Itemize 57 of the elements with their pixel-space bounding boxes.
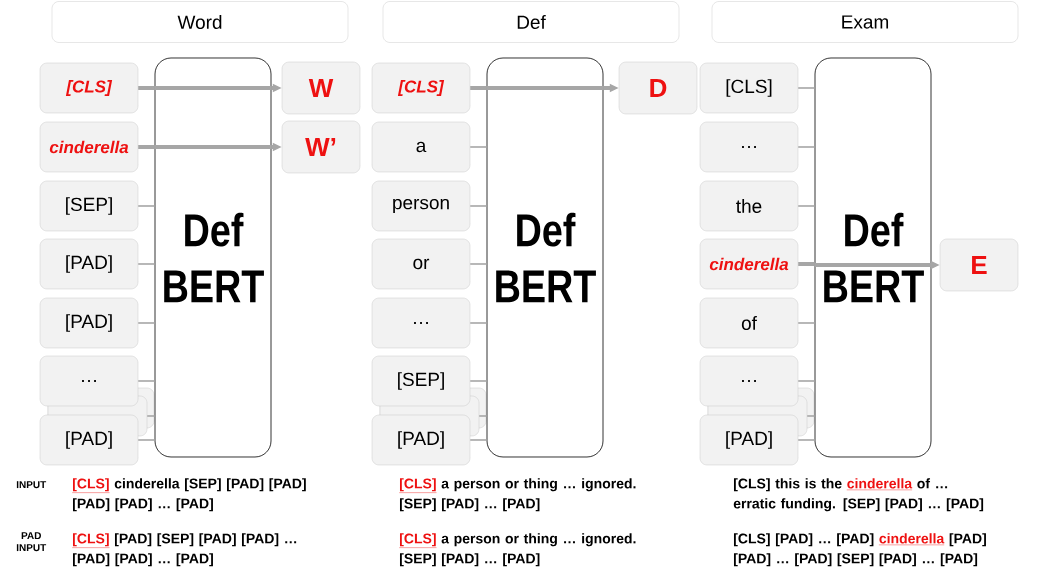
connector-line [137,263,156,265]
token-box: cinderella [699,238,799,290]
connector-line [797,322,816,324]
token-box: the [699,180,799,232]
panel-heading: Word [51,1,349,43]
connector-line [797,439,816,441]
token-box: person [371,180,471,232]
token-box: [SEP] [39,180,139,232]
connector-line [798,262,815,266]
connector-line [138,145,155,149]
connector-line [469,263,488,265]
token-box: [CLS] [371,62,471,114]
sequence-text: [CLS] this is the cinderella of … erratic funding. [SEP] [PAD] … [PAD] [733,478,984,512]
row-label: PAD INPUT [16,532,47,552]
sequence-text: [CLS] [PAD] … [PAD] cinderella [PAD] [PAD] … [PAD] [SEP] [PAD] … [PAD] [734,533,986,567]
token-box: [CLS] [699,62,799,114]
token-box: [PAD] [699,414,799,466]
connector-line [469,146,488,148]
sequence-text: [CLS] a person or thing … ignored. [SEP] [PAD] … [PAD] [399,478,636,512]
token-box: of [699,297,799,349]
connector-line [138,86,155,90]
panel-heading: Exam [711,1,1019,43]
connector-line [137,322,156,324]
connector-line [137,380,156,382]
connector-line [797,380,816,382]
connector-line [470,86,487,90]
connector-line [469,380,488,382]
connector-line [797,205,816,207]
connector-line [137,205,156,207]
token-box: [CLS] [39,62,139,114]
model-box: Def BERT [814,57,932,458]
token-box: a [371,121,471,173]
sequence-text: [CLS] cinderella [SEP] [PAD] [PAD] [PAD] [PAD] … [PAD] [72,478,306,512]
output-box: W [281,61,361,115]
output-box: W’ [281,120,361,174]
connector-line [469,322,488,324]
token-box: [PAD] [39,238,139,290]
token-box: [PAD] [39,297,139,349]
connector-line [469,205,488,207]
row-label: INPUT [16,481,47,489]
token-box: [PAD] [39,414,139,466]
connector-line [137,439,156,441]
output-box: E [939,238,1019,292]
panel-heading: Def [382,1,680,43]
model-box: Def BERT [154,57,272,458]
token-box: … [699,121,799,173]
token-box: cinderella [39,121,139,173]
token-box: [PAD] [371,414,471,466]
token-box: or [371,238,471,290]
sequence-text: [CLS] [PAD] [SEP] [PAD] [PAD] … [PAD] [PAD] … [PAD] [72,533,297,567]
model-box: Def BERT [486,57,604,458]
connector-line [797,87,816,89]
connector-line [469,439,488,441]
output-box: D [618,61,698,115]
sequence-text: [CLS] a person or thing … ignored. [SEP] [PAD] … [PAD] [399,533,636,567]
token-box: … [371,297,471,349]
connector-line [797,146,816,148]
